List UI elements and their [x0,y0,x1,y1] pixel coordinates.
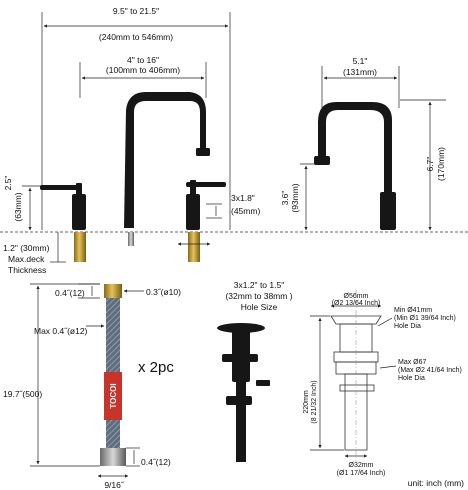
unit-note: unit: inch (mm) [408,478,464,488]
drain-hole-min-line-2: (Min Ø1 39/64 Inch) [394,315,456,322]
drain-top-dia-inch-label: (Ø2 13/64 Inch) [332,300,381,307]
popup-drain-photo [217,323,270,462]
faucet-front-view [40,92,226,262]
drain-hole-max-line-3: Hole Dia [398,375,425,382]
overall-width-label: 9.5" to 21.5" [113,6,159,16]
hose-length-label: 19.7˝(500) [3,389,42,399]
handle-height-mm-label: (63mm) [13,192,23,221]
hose-bottom-nut-label: 0.4˝(12) [141,457,171,467]
overall-width-dimension: 9.5" to 21.5" (240mm to 546mm) [41,6,231,230]
supply-hose: TOCOI 0.4˝(12) 0.3˝(ø10) Max 0.4˝(ø12) x… [3,283,181,490]
deck-thickness-note-2: Thickness [8,265,46,275]
spout-height-dimension: 6.7" (170mm) [400,99,446,231]
drain-length-inch-label: (8 21/32 Inch) [311,380,318,423]
deck-thickness-label: 1.2" (30mm) [3,243,50,253]
spout-reach-dimension: 5.1" (131mm) [321,56,400,108]
hose-quantity-label: x 2pc [138,359,174,376]
drain-bottom-dia-inch-label: (Ø1 17/64 Inch) [337,470,386,477]
spout-outlet-height-dimension: 3.6" (93mm) [280,163,318,231]
hose-top-fitting-label: 0.3˝(ø10) [146,287,181,297]
hole-size-note: 3x1.2" to 1.5" (32mm to 38mm ) Hole Size [225,280,292,312]
handle-base-label: 3x1.8" [231,193,255,203]
drain-hole-max-line-2: (Max Ø2 41/64 Inch) [398,367,462,374]
hose-dia-label: Max 0.4˝(ø12) [34,326,88,336]
spout-reach-mm-label: (131mm) [343,67,377,77]
hole-size-line-1: 3x1.2" to 1.5" [234,280,284,290]
handle-height-dimension: 2.5" (63mm) [3,176,44,231]
hole-size-line-3: Hole Size [241,302,278,312]
drain-technical-drawing: Ø56mm (Ø2 13/64 Inch) Min Ø41mm (Min Ø1 … [303,290,462,477]
handle-height-label: 2.5" [3,176,13,191]
drain-top-dia-label: Ø56mm [344,293,369,300]
hole-size-line-2: (32mm to 38mm ) [225,291,292,301]
spout-height-mm-label: (170mm) [436,147,446,181]
hose-brand-label: TOCOI [109,383,118,408]
spout-reach-label: 5.1" [353,56,368,66]
hose-thread-label: 9/16˝ [104,480,125,490]
faucet-side-view [314,102,396,230]
center-spread-dimension: 4" to 16" (100mm to 406mm) [79,55,207,98]
spout-height-label: 6.7" [425,157,435,172]
overall-width-mm-label: (240mm to 546mm) [99,32,173,42]
spout-outlet-height-mm-label: (93mm) [290,183,300,212]
handle-base-mm-label: (45mm) [231,206,260,216]
center-spread-label: 4" to 16" [127,55,159,65]
spout-outlet-height-label: 3.6" [280,191,290,206]
deck-thickness-dimension: 1.2" (30mm) Max.deck Thickness [3,232,66,275]
drain-bottom-dia-label: Ø32mm [349,462,374,469]
center-spread-mm-label: (100mm to 406mm) [106,65,180,75]
drain-hole-min-line-3: Hole Dia [394,323,421,330]
hose-top-nut-label: 0.4˝(12) [55,288,85,298]
drain-length-label: 220mm [303,390,310,414]
handle-base-dimension: 3x1.8" (45mm) [206,193,260,219]
deck-thickness-note-1: Max.deck [8,254,45,264]
drain-hole-min-line-1: Min Ø41mm [394,307,432,314]
drain-hole-max-line-1: Max Ø67 [398,359,427,366]
